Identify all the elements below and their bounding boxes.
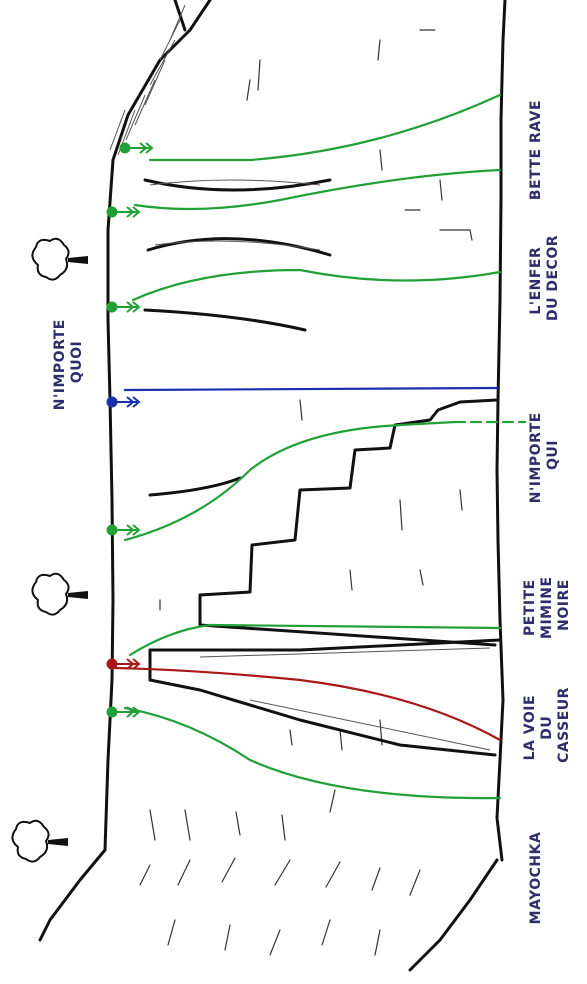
route-label-bette-rave: BETTE RAVE [528,100,544,200]
route-line-voie-du-casseur [113,666,502,742]
tree-icon [31,572,88,616]
belay-anchor-icon [106,301,141,313]
belay-anchor-icon [106,206,141,218]
belay-anchor-icon [106,396,141,408]
route-label-enfer-du-decor: L'ENFER DU DECOR [528,235,561,321]
pillar-feature [148,638,502,757]
route-label-voie-du-casseur: LA VOIE DU CASSEUR [522,687,572,763]
route-line-bette-rave-2 [133,168,502,211]
belay-anchor-icon [106,524,141,536]
route-line-nimporte-quoi [123,386,499,392]
belay-anchor-icon [119,142,154,154]
route-line-enfer-du-decor [131,268,502,302]
tree-icon [11,819,68,863]
route-label-petite-mimine-noire: PETITE MIMINE NOIRE [522,571,572,639]
belay-anchor-icon [106,658,141,670]
tree-icon [31,237,88,281]
route-line-mayochka [123,706,502,800]
belay-anchor-icon [106,706,141,718]
rock-texture [139,29,473,956]
route-label-nimporte-quoi: N'IMPORTE QUOI [52,314,85,410]
stepped-slab [198,398,499,647]
rock-outline [38,0,507,972]
route-label-mayochka: MAYOCHKA [528,832,544,925]
route-line-bette-rave [148,93,502,162]
flake-features [143,178,332,497]
route-label-nimporte-qui: N'IMPORTE QUI [528,407,561,503]
route-line-nimporte-qui [123,420,457,542]
route-line-petite-mimine-noire [128,623,502,657]
